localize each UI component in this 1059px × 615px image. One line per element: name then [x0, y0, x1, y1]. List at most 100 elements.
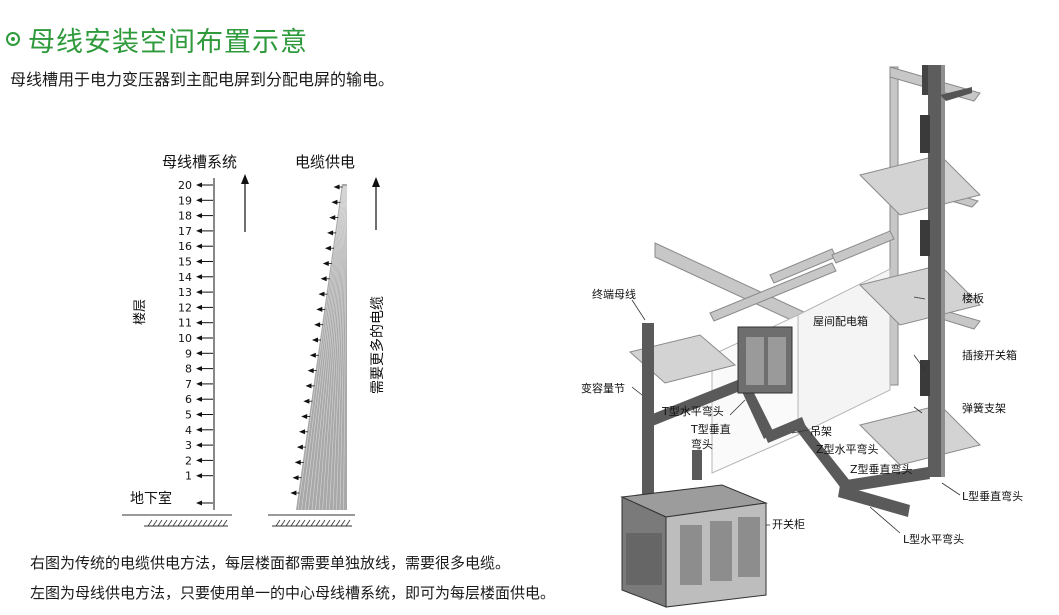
- ground-hatch: [207, 519, 213, 527]
- ground-hatch: [212, 519, 218, 527]
- cable-strand: [322, 185, 346, 511]
- floor-number-label: 4: [185, 424, 192, 437]
- arrow-left-icon: [196, 350, 202, 356]
- floor-number-label: 2: [185, 454, 192, 467]
- ground-hatch: [310, 519, 316, 527]
- label-floor-slab: 楼板: [962, 291, 984, 305]
- floor-number-label: 17: [178, 225, 192, 238]
- note-busway-method: 左图为母线供电方法，只要使用单一的中心母线槽系统，即可为每层楼面供电。: [30, 584, 556, 602]
- room-distribution-box: [737, 326, 793, 394]
- busway-route: [642, 323, 930, 517]
- left-diagram: 母线槽系统 电缆供电 20191817161514131211109876543…: [122, 153, 386, 527]
- switch-cabinet: [620, 484, 768, 608]
- floor-number-label: 5: [185, 409, 192, 422]
- arrow-left-icon: [196, 197, 202, 203]
- arrow-left-icon: [296, 444, 303, 450]
- floor-number-label: 10: [178, 332, 192, 345]
- col1-title: 母线槽系统: [162, 153, 237, 171]
- col2-title: 电缆供电: [295, 153, 355, 171]
- ground-hatch: [182, 519, 188, 527]
- floor-slab: [628, 154, 981, 466]
- floor-number-label: 12: [178, 301, 192, 314]
- ground-hatch: [202, 519, 208, 527]
- cable-strand: [301, 185, 344, 511]
- label-l-vertical: L型垂直弯头: [962, 489, 1023, 503]
- arrow-left-icon: [196, 427, 202, 433]
- ground-left: [122, 514, 232, 527]
- arrow-left-icon: [196, 366, 202, 372]
- arrow-left-icon: [329, 215, 336, 221]
- arrow-left-icon: [290, 490, 297, 496]
- floor-number-label: 15: [178, 256, 192, 269]
- floor-axis-label: 楼层: [133, 299, 148, 325]
- label-t-vertical-2: 弯头: [691, 437, 713, 451]
- ground-hatch: [162, 519, 168, 527]
- cable-strand: [329, 185, 346, 511]
- arrow-left-icon: [333, 184, 340, 190]
- arrow-left-icon: [292, 475, 299, 481]
- bullet-ring-icon: [6, 32, 20, 46]
- ground-hatch: [325, 519, 331, 527]
- label-spring-support: 弹簧支架: [962, 401, 1006, 415]
- ground-hatch: [345, 519, 351, 527]
- arrow-left-icon: [305, 383, 312, 389]
- ground-hatch: [290, 519, 296, 527]
- arrow-left-icon: [327, 230, 334, 236]
- ground-hatch: [295, 519, 301, 527]
- arrow-left-icon: [320, 276, 327, 282]
- arrow-left-icon: [196, 289, 202, 295]
- ground-hatch: [275, 519, 281, 527]
- label-capacity-section: 变容量节: [581, 381, 625, 395]
- floor-number-label: 18: [178, 210, 192, 223]
- up-arrow-icon: [241, 174, 249, 232]
- arrow-left-icon: [196, 274, 202, 280]
- right-diagram: 终端母线 变容量节 T型水平弯头 T型垂直 弯头 吊架 Z型水平弯头 Z型垂直弯…: [581, 65, 1023, 608]
- arrow-left-icon: [196, 473, 202, 479]
- cable-strand: [297, 185, 344, 511]
- ground-hatch: [222, 519, 228, 527]
- arrow-left-icon: [196, 442, 202, 448]
- floor-number-label: 1: [185, 470, 192, 483]
- ground-hatch: [177, 519, 183, 527]
- label-t-vertical-1: T型垂直: [690, 422, 731, 436]
- ground-hatch: [172, 519, 178, 527]
- arrow-left-icon: [331, 199, 338, 205]
- title-text: 母线安装空间布置示意: [28, 26, 308, 58]
- cable-strand: [339, 185, 347, 511]
- ground-hatch: [217, 519, 223, 527]
- label-room-box: 屋间配电箱: [813, 314, 868, 328]
- floor-number-label: 16: [178, 240, 192, 253]
- floor-number-label: 3: [185, 439, 192, 452]
- arrow-left-icon: [299, 429, 306, 435]
- floor-number-label: 20: [178, 179, 192, 192]
- ground-hatch: [187, 519, 193, 527]
- cable-strand: [318, 185, 346, 511]
- label-z-vertical: Z型垂直弯头: [850, 462, 913, 476]
- cable-strand: [311, 185, 345, 511]
- floor-number-label: 14: [178, 271, 192, 284]
- floor-number-label: 13: [178, 286, 192, 299]
- ground-hatch: [167, 519, 173, 527]
- ground-hatch: [300, 519, 306, 527]
- floor-number-label: 11: [178, 317, 192, 330]
- arrow-left-icon: [196, 304, 202, 310]
- label-l-horizontal: L型水平弯头: [903, 532, 964, 546]
- arrow-left-icon: [311, 337, 318, 343]
- floor-number-label: 19: [178, 194, 192, 207]
- ground-hatch: [285, 519, 291, 527]
- arrow-left-icon: [196, 320, 202, 326]
- cable-strand: [336, 185, 347, 511]
- cable-strand: [325, 185, 346, 511]
- arrow-left-icon: [309, 352, 316, 358]
- cable-axis-label: 需要更多的电缆: [369, 296, 386, 394]
- arrow-left-icon: [196, 381, 202, 387]
- arrow-left-icon: [196, 228, 202, 234]
- label-t-horizontal: T型水平弯头: [661, 404, 724, 418]
- cable-strand: [343, 185, 348, 511]
- arrow-left-icon: [322, 261, 329, 266]
- arrow-left-icon: [301, 414, 308, 419]
- ground-hatch: [330, 519, 336, 527]
- ground-hatch: [315, 519, 321, 527]
- arrow-left-icon: [324, 245, 331, 251]
- ground-hatch: [335, 519, 341, 527]
